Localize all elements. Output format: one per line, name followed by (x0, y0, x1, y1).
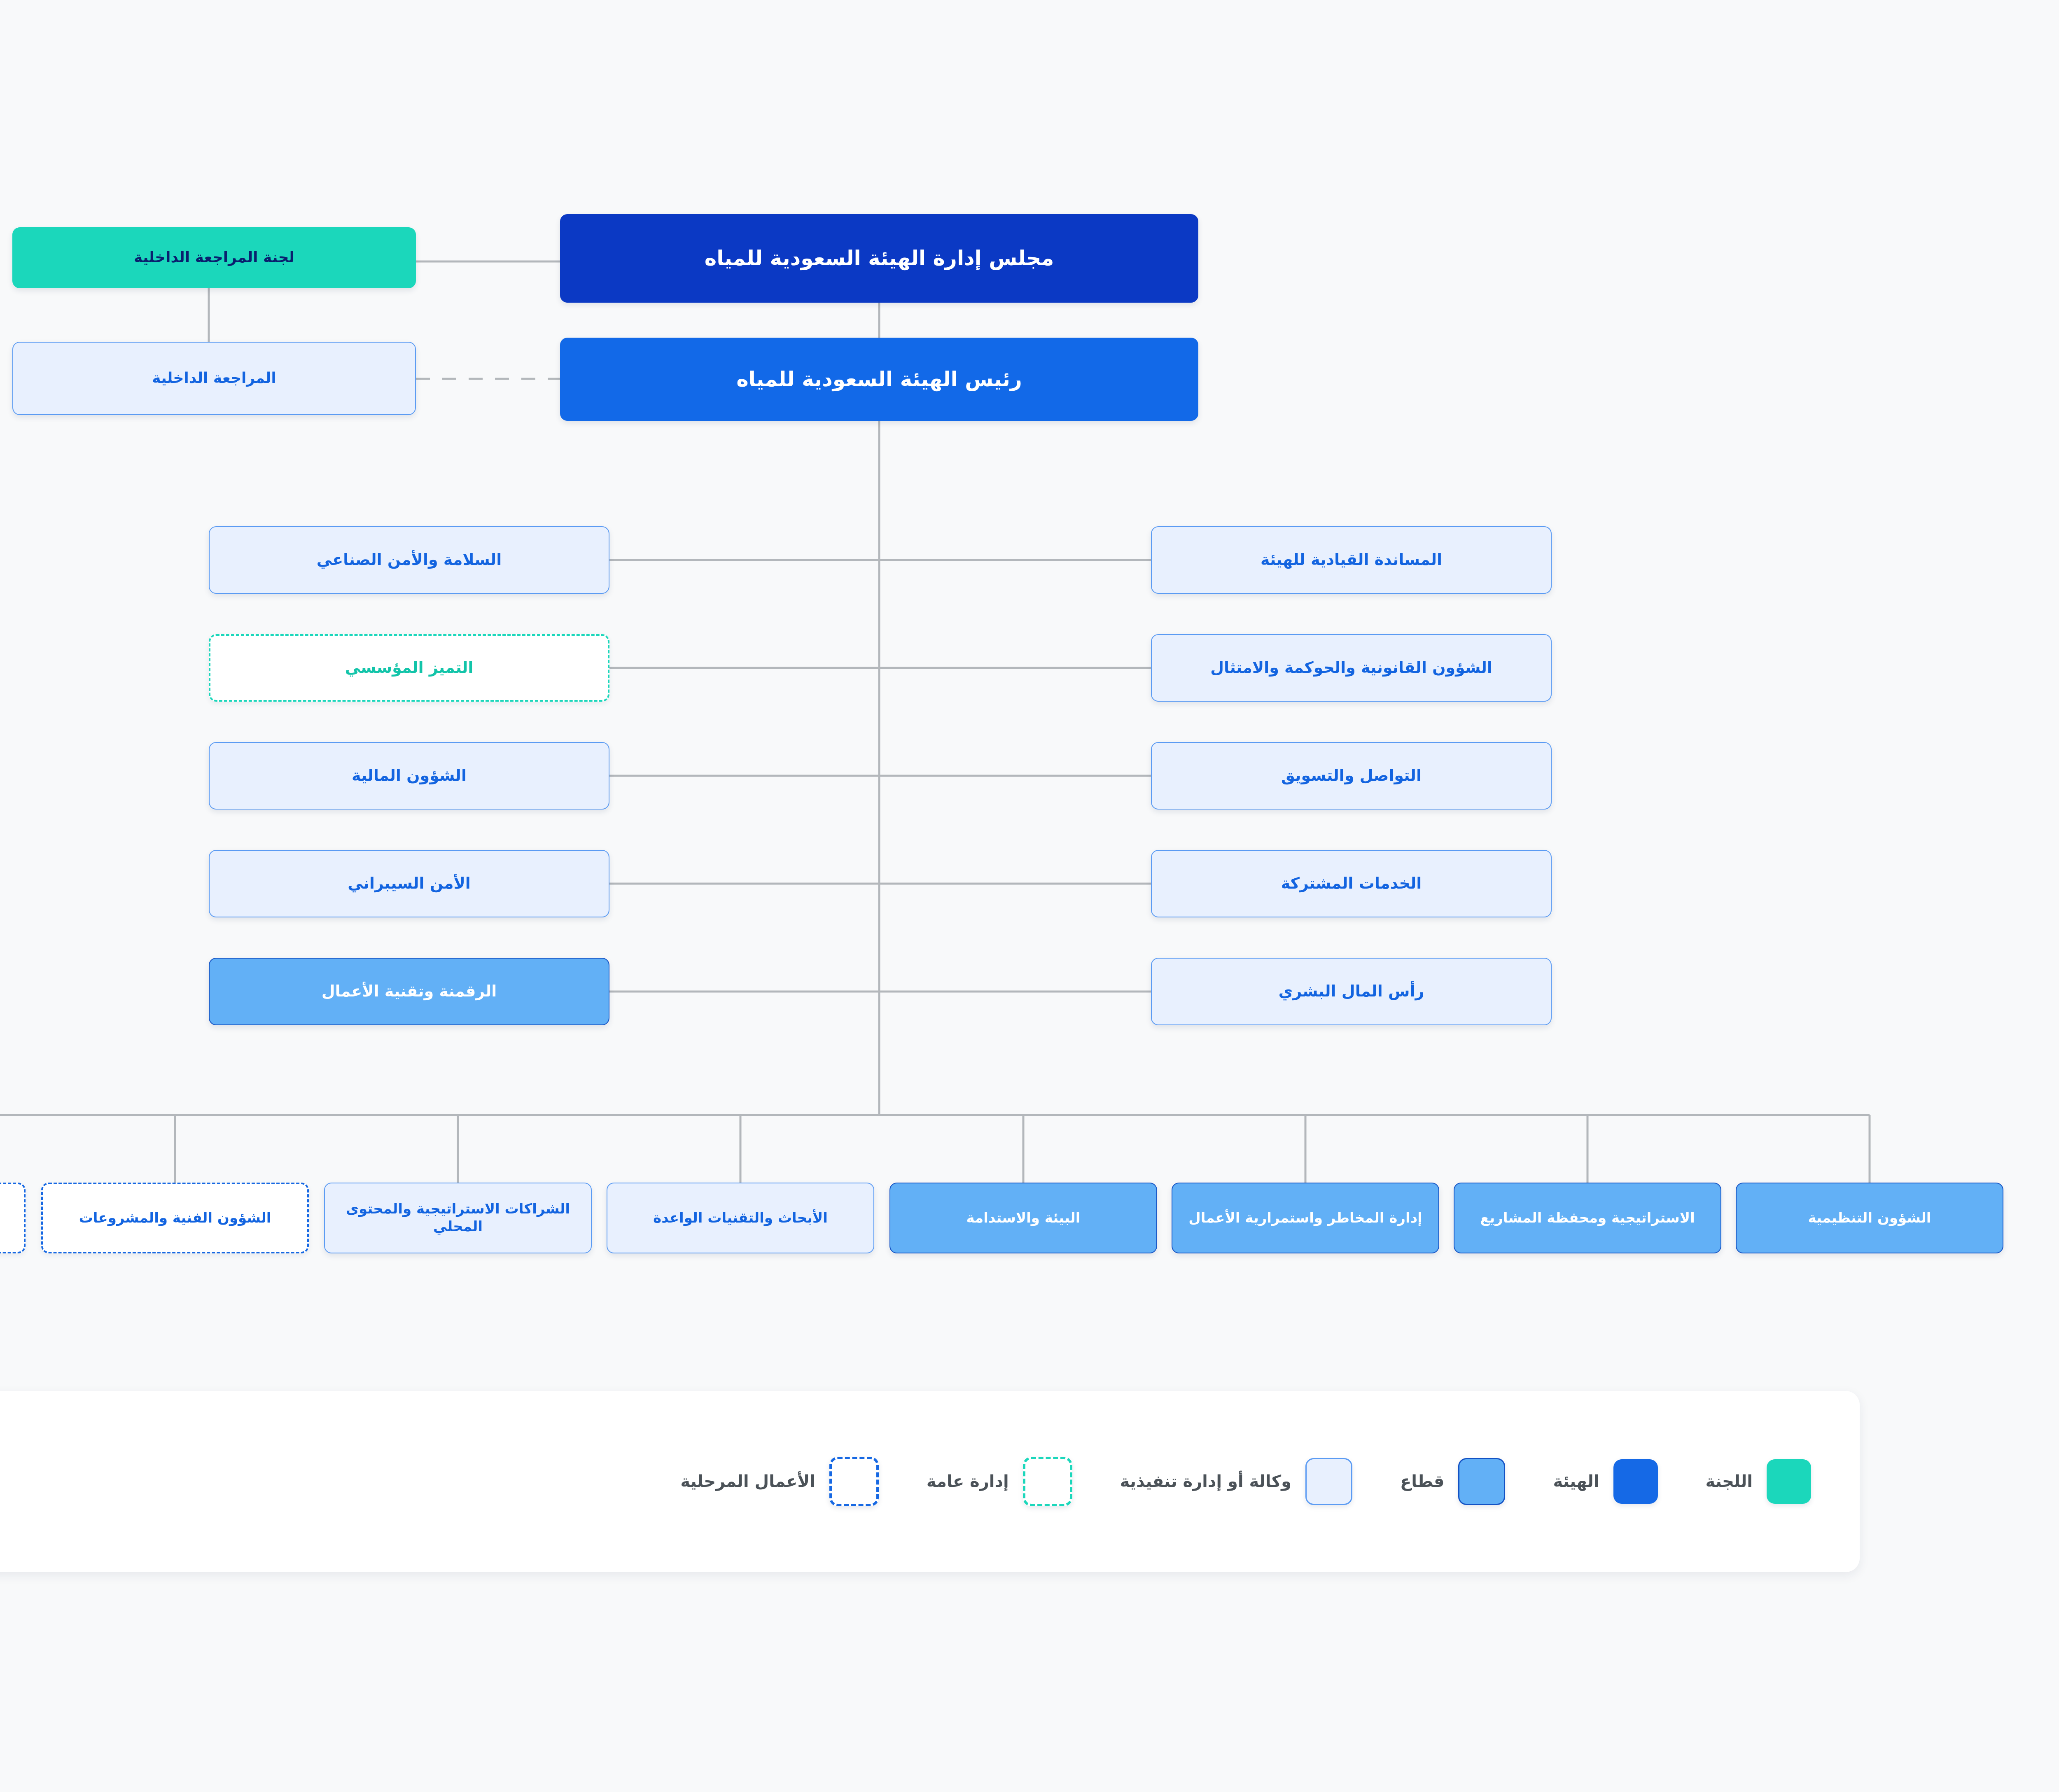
node-label: الأمن السيبراني (348, 874, 471, 893)
node-strategy-project-portfolio[interactable]: الاستراتيجية ومحفظة المشاريع (1454, 1183, 1721, 1253)
node-label: الأبحاث والتقنيات الواعدة (653, 1209, 828, 1226)
node-internal-audit[interactable]: المراجعة الداخلية (12, 342, 416, 415)
legend-item-general-administration: إدارة عامة (903, 1457, 1096, 1506)
node-label: رئيس الهيئة السعودية للمياه (736, 367, 1022, 391)
node-legal-governance-compliance[interactable]: الشؤون القانونية والحوكمة والامتثال (1151, 634, 1552, 702)
executive-swatch (1305, 1458, 1352, 1505)
node-label: الشؤون القانونية والحوكمة والامتثال (1210, 658, 1492, 677)
authority-swatch (1613, 1459, 1658, 1504)
node-financial-affairs[interactable]: الشؤون المالية (209, 742, 609, 810)
node-technical-affairs-projects[interactable]: الشؤون الفنية والمشروعات (41, 1183, 309, 1253)
phase-dashed-swatch (829, 1457, 879, 1506)
legend-label: الهيئة (1553, 1472, 1599, 1491)
legend-item-sector: قطاع (1376, 1458, 1529, 1505)
node-digitization-business-technology[interactable]: الرقمنة وتقنية الأعمال (209, 958, 609, 1025)
node-human-capital[interactable]: رأس المال البشري (1151, 958, 1552, 1025)
node-label: إدارة المخاطر واستمرارية الأعمال (1188, 1209, 1422, 1226)
legend-item-phased-works: الأعمال المرحلية (656, 1457, 902, 1506)
node-label: التواصل والتسويق (1281, 766, 1422, 785)
node-label: مجلس إدارة الهيئة السعودية للمياه (704, 246, 1054, 270)
node-label: رأس المال البشري (1278, 982, 1424, 1001)
legend-label: اللجنة (1705, 1472, 1753, 1491)
node-label: الشراكات الاستراتيجية والمحتوى المحلي (346, 1201, 570, 1235)
node-label: المساندة القيادية للهيئة (1261, 551, 1442, 569)
node-label: المراجعة الداخلية (152, 370, 276, 387)
node-shared-services[interactable]: الخدمات المشتركة (1151, 850, 1552, 917)
legend-label: قطاع (1400, 1472, 1445, 1491)
node-strategic-partnerships-local-content[interactable]: الشراكات الاستراتيجية والمحتوى المحلي (324, 1183, 592, 1253)
committee-swatch (1767, 1459, 1811, 1504)
node-regulatory-affairs[interactable]: الشؤون التنظيمية (1736, 1183, 2003, 1253)
node-president[interactable]: رئيس الهيئة السعودية للمياه (560, 338, 1198, 421)
node-label: الشؤون التنظيمية (1808, 1209, 1931, 1226)
node-research-emerging-technologies[interactable]: الأبحاث والتقنيات الواعدة (607, 1183, 874, 1253)
general-dashed-swatch (1022, 1457, 1072, 1506)
node-label: التميز المؤسسي (345, 658, 474, 677)
node-communication-marketing[interactable]: التواصل والتسويق (1151, 742, 1552, 810)
node-water-desalination[interactable]: تحلية المياه (0, 1183, 26, 1253)
node-label: الشؤون الفنية والمشروعات (79, 1209, 271, 1226)
node-label: الخدمات المشتركة (1281, 874, 1422, 893)
node-institutional-excellence[interactable]: التميز المؤسسي (209, 634, 609, 702)
node-industrial-safety[interactable]: السلامة والأمن الصناعي (209, 526, 609, 594)
node-label: لجنة المراجعة الداخلية (133, 249, 295, 266)
node-label: السلامة والأمن الصناعي (316, 551, 502, 569)
node-board-of-directors[interactable]: مجلس إدارة الهيئة السعودية للمياه (560, 214, 1198, 303)
sector-swatch (1458, 1458, 1506, 1505)
node-risk-business-continuity[interactable]: إدارة المخاطر واستمرارية الأعمال (1172, 1183, 1439, 1253)
node-label: الشؤون المالية (352, 766, 467, 785)
legend-item-executive: وكالة أو إدارة تنفيذية (1096, 1458, 1376, 1505)
legend-panel: اللجنة الهيئة قطاع وكالة أو إدارة تنفيذي… (0, 1391, 1860, 1572)
node-cyber-security[interactable]: الأمن السيبراني (209, 850, 609, 917)
legend-label: الأعمال المرحلية (680, 1472, 815, 1491)
node-label: الاستراتيجية ومحفظة المشاريع (1480, 1209, 1695, 1226)
node-leadership-support[interactable]: المساندة القيادية للهيئة (1151, 526, 1552, 594)
node-label: الرقمنة وتقنية الأعمال (321, 982, 497, 1001)
node-audit-committee[interactable]: لجنة المراجعة الداخلية (12, 227, 416, 288)
legend-item-authority: الهيئة (1529, 1459, 1681, 1504)
legend-label: وكالة أو إدارة تنفيذية (1120, 1472, 1291, 1491)
legend-label: إدارة عامة (926, 1472, 1009, 1491)
node-environment-sustainability[interactable]: البيئة والاستدامة (889, 1183, 1157, 1253)
node-label: البيئة والاستدامة (966, 1209, 1081, 1226)
legend-item-committee: اللجنة (1682, 1459, 1835, 1504)
